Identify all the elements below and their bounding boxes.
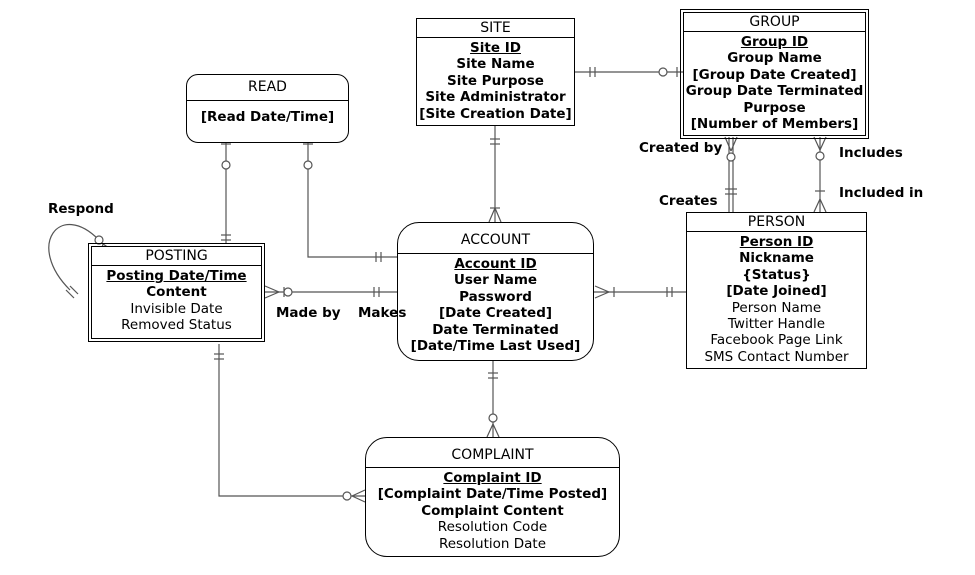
entity-attribute: [Date Created] [438, 305, 553, 322]
posting-account-line [264, 285, 397, 299]
entity-attribute: Resolution Code [437, 519, 548, 536]
entity-attribute: Complaint Content [421, 502, 564, 519]
complaint-entity: COMPLAINT Complaint ID[Complaint Date/Ti… [365, 437, 620, 557]
entity-attribute: [Site Creation Date] [419, 105, 572, 122]
primary-key-attribute: Group ID [740, 34, 809, 50]
label-created-by: Created by [639, 140, 723, 156]
label-included-in: Included in [839, 185, 924, 201]
entity-attribute: Facebook Page Link [710, 332, 843, 349]
label-respond: Respond [48, 201, 114, 217]
group-person-creates-line [724, 136, 738, 212]
entity-attribute: Group Date Terminated [685, 83, 864, 100]
entity-attribute: Group Name [727, 50, 822, 67]
site-account-line [488, 126, 502, 223]
complaint-attributes: Complaint ID[Complaint Date/Time Posted]… [366, 468, 619, 552]
primary-key-attribute: Posting Date/Time [106, 268, 247, 284]
entity-attribute: [Number of Members] [690, 116, 859, 133]
entity-attribute: Content [146, 284, 207, 301]
posting-entity-title: POSTING [92, 247, 261, 266]
label-made-by: Made by [276, 305, 341, 321]
entity-attribute: Password [459, 288, 532, 305]
account-entity-title: ACCOUNT [398, 223, 593, 254]
entity-attribute: User Name [453, 272, 538, 289]
primary-key-attribute: Complaint ID [443, 470, 542, 486]
entity-attribute: Date Terminated [432, 321, 559, 338]
posting-complaint-line [214, 344, 366, 503]
entity-attribute: SMS Contact Number [704, 348, 849, 365]
read-entity-title: READ [187, 75, 348, 101]
entity-attribute: {Status} [742, 266, 811, 283]
group-person-includes-line [813, 136, 827, 213]
account-person-line [593, 285, 686, 299]
entity-attribute: Purpose [743, 99, 806, 116]
read-entity: READ [Read Date/Time] [186, 74, 349, 143]
posting-respond-loop [48, 223, 113, 299]
read-attributes: [Read Date/Time] [187, 101, 348, 125]
group-entity-title: GROUP [684, 13, 865, 32]
entity-attribute: Twitter Handle [727, 316, 826, 333]
entity-attribute: Site Purpose [447, 72, 544, 89]
entity-attribute: Site Name [456, 56, 535, 73]
entity-attribute: Site Administrator [425, 89, 566, 106]
entity-attribute: [Complaint Date/Time Posted] [377, 486, 608, 503]
entity-attribute: Nickname [739, 250, 814, 267]
primary-key-attribute: Person ID [739, 234, 814, 250]
label-includes: Includes [839, 145, 903, 161]
entity-attribute: [Group Date Created] [692, 66, 857, 83]
primary-key-attribute: Site ID [470, 40, 521, 56]
label-makes: Makes [358, 305, 407, 321]
entity-attribute: [Date Joined] [726, 283, 827, 300]
person-entity-title: PERSON [687, 213, 866, 232]
site-entity-title: SITE [417, 19, 574, 38]
entity-attribute: Invisible Date [130, 300, 223, 317]
entity-attribute: Resolution Date [438, 535, 547, 552]
read-account-line [301, 124, 397, 262]
site-group-line [575, 67, 683, 77]
primary-key-attribute: Account ID [454, 256, 537, 272]
entity-attribute: Removed Status [121, 317, 232, 334]
entity-attribute: [Date/Time Last Used] [410, 338, 581, 355]
account-complaint-line [486, 361, 500, 438]
entity-attribute: [Read Date/Time] [200, 109, 335, 125]
label-creates: Creates [659, 193, 718, 209]
entity-attribute: Person Name [731, 299, 822, 316]
complaint-entity-title: COMPLAINT [366, 438, 619, 468]
